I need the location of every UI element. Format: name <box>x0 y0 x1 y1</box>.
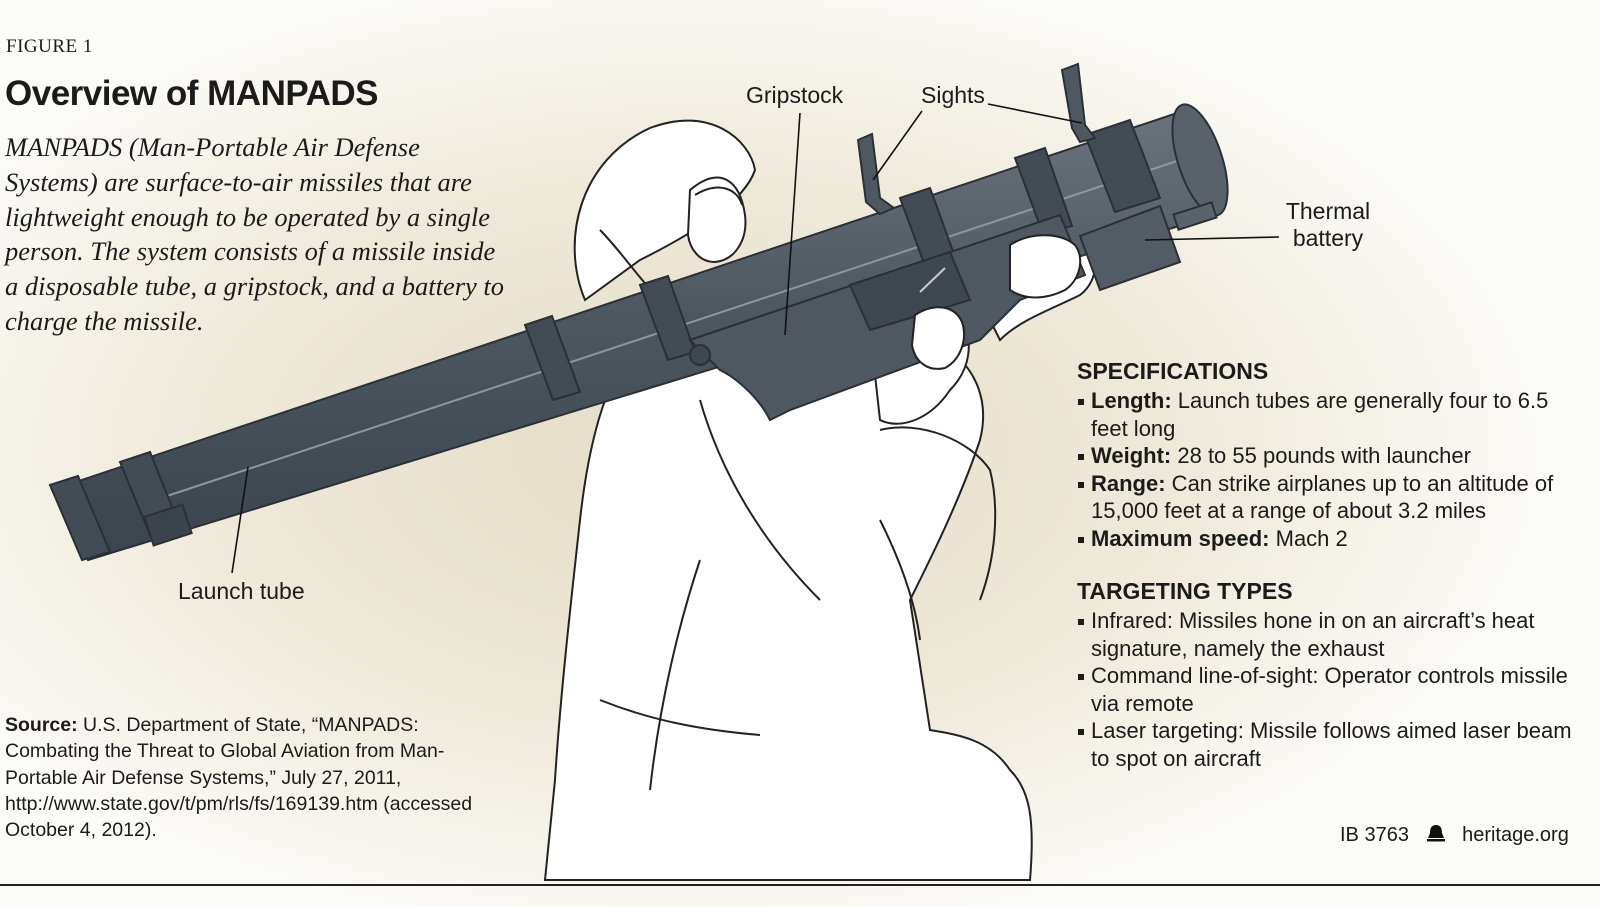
intro-paragraph: MANPADS (Man-Portable Air Defense System… <box>5 132 505 336</box>
targeting-label: Command line-of-sight <box>1091 663 1313 688</box>
spec-item-length: Length: Launch tubes are generally four … <box>1077 387 1577 442</box>
thermal-battery-graphic <box>1078 200 1218 292</box>
specifications-list: Length: Launch tubes are generally four … <box>1077 387 1577 552</box>
callout-launch-tube: Launch tube <box>178 578 305 604</box>
gripstock-graphic <box>688 213 1087 422</box>
specifications-heading: SPECIFICATIONS <box>1077 358 1269 384</box>
spec-text: Mach 2 <box>1269 525 1348 551</box>
targeting-label: Infrared <box>1091 608 1167 633</box>
targeting-item-infrared: Infrared: Missiles hone in on an aircraf… <box>1077 607 1577 662</box>
targeting-section: TARGETING TYPES Infrared: Missiles hone … <box>1077 578 1577 772</box>
specifications-section: SPECIFICATIONS Length: Launch tubes are … <box>1077 358 1577 552</box>
hands <box>910 234 1082 370</box>
spec-item-range: Range: Can strike airplanes up to an alt… <box>1077 470 1577 525</box>
spec-label: Length: <box>1091 388 1172 413</box>
figure-label: FIGURE 1 <box>6 36 93 57</box>
spec-text: Launch tubes are generally four to 6.5 f… <box>1091 388 1549 441</box>
source-text: U.S. Department of State, “MANPADS: Comb… <box>5 714 473 842</box>
targeting-text: : Missile follows aimed laser beam to sp… <box>1091 718 1572 771</box>
bell-logo-icon <box>1426 825 1445 842</box>
launch-tube-graphic <box>48 103 1229 562</box>
spec-label: Maximum speed: <box>1091 525 1270 551</box>
callout-sights: Sights <box>921 82 985 108</box>
footer-credit: IB 3763 heritage.org <box>1340 823 1569 847</box>
targeting-text: : Missiles hone in on an aircraft’s heat… <box>1091 608 1535 661</box>
callout-thermal-line2: battery <box>1292 225 1364 251</box>
callout-thermal-battery: Thermal battery <box>1280 198 1376 252</box>
spec-label: Range: <box>1091 470 1166 496</box>
targeting-text: : Operator controls missile via remote <box>1091 663 1568 716</box>
page-title: Overview of MANPADS <box>5 74 379 113</box>
targeting-label: Laser targeting <box>1091 718 1238 743</box>
source-note: Source: U.S. Department of State, “MANPA… <box>5 712 485 843</box>
spec-item-speed: Maximum speed: Mach 2 <box>1077 525 1577 553</box>
spec-label: Weight: <box>1091 443 1172 468</box>
targeting-item-laser: Laser targeting: Missile follows aimed l… <box>1077 717 1577 772</box>
spec-text: 28 to 55 pounds with launcher <box>1171 443 1471 468</box>
source-label: Source: <box>5 714 78 736</box>
targeting-item-command: Command line-of-sight: Operator controls… <box>1077 662 1577 717</box>
site-name: heritage.org <box>1462 824 1569 846</box>
helmet <box>573 119 757 302</box>
targeting-list: Infrared: Missiles hone in on an aircraf… <box>1077 607 1577 772</box>
sights-graphic <box>856 62 1097 216</box>
leader-lines <box>231 103 1280 574</box>
issue-id: IB 3763 <box>1340 824 1409 846</box>
targeting-heading: TARGETING TYPES <box>1077 578 1293 604</box>
spec-item-weight: Weight: 28 to 55 pounds with launcher <box>1077 442 1577 470</box>
callout-gripstock: Gripstock <box>746 82 844 108</box>
footer-rule <box>0 884 1600 886</box>
callout-thermal-line1: Thermal <box>1285 198 1371 224</box>
spec-text: Can strike airplanes up to an altitude o… <box>1091 470 1554 524</box>
